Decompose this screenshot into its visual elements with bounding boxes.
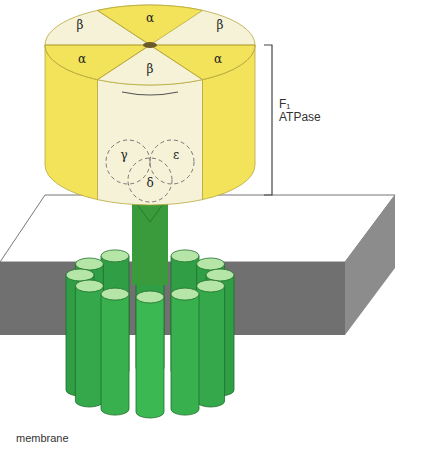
part-label: membrane: [16, 432, 69, 444]
part-label: F₁ ATPase: [279, 98, 327, 124]
subunit-label: β: [77, 19, 84, 32]
subunit-label: γ: [120, 149, 127, 162]
subunit-label: δ: [146, 177, 153, 190]
bracket: [264, 45, 272, 195]
membrane-side: [345, 195, 395, 335]
subunit-label: β: [147, 63, 154, 76]
center-dot: [143, 42, 157, 48]
subunit-label: ε: [173, 149, 179, 162]
subunit-label: α: [146, 12, 154, 25]
subunit-label: β: [217, 19, 224, 32]
membrane-top: [0, 195, 395, 262]
c-ring-front: [66, 269, 234, 418]
subunit-outlines: [106, 140, 194, 202]
subunit-label: α: [214, 53, 222, 66]
subunit-label: α: [78, 53, 86, 66]
f1-head: [45, 5, 255, 205]
